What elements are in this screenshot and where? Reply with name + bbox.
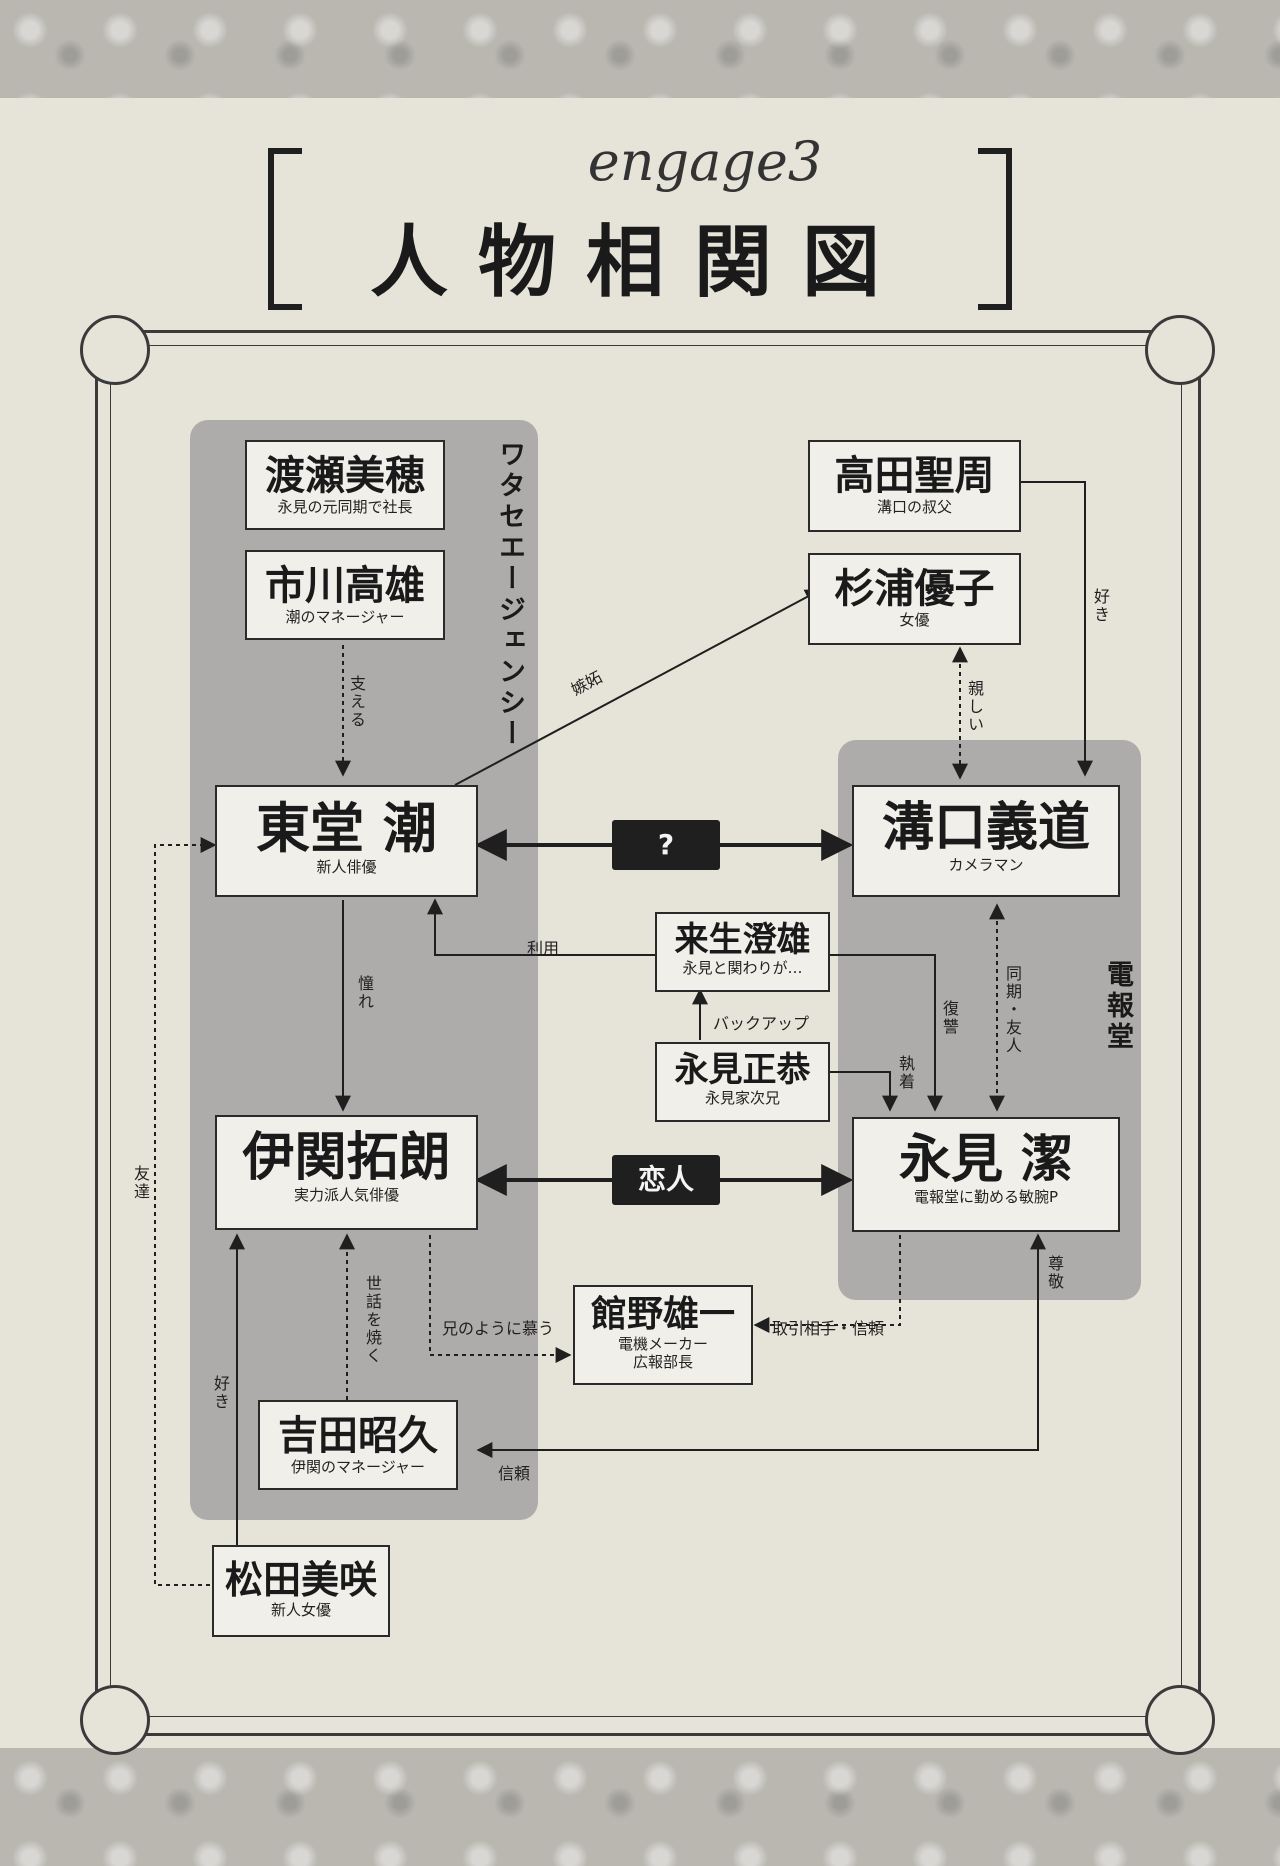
node-nagami-kiyoshi[interactable]: 永見 潔 電報堂に勤める敏腕P [852,1117,1120,1232]
node-sugiura[interactable]: 杉浦優子 女優 [808,553,1021,645]
node-takada[interactable]: 高田聖周 溝口の叔父 [808,440,1021,532]
node-role: 伊関のマネージャー [291,1458,425,1476]
node-name: 松田美咲 [224,1557,377,1602]
node-role: 永見家次兄 [704,1089,780,1108]
node-role: 潮のマネージャー [285,608,405,626]
node-name: 市川高雄 [265,562,425,609]
node-kisugi[interactable]: 来生澄雄 永見と関わりが… [655,912,830,992]
relation-lovers-pill: 恋人 [612,1155,720,1205]
edge-label-sonkei: 尊敬 [1045,1255,1064,1291]
frame-corner-ornament [80,315,150,385]
edge-label-shinrai: 信頼 [498,1464,531,1483]
node-name: 吉田昭久 [278,1412,438,1459]
title-bracket-left [268,148,302,310]
node-role: 永見の元同期で社長 [277,498,413,516]
title-block: engage3 人物相関図 [250,130,1030,310]
edge-label-backup: バックアップ [713,1014,810,1033]
frame-corner-ornament [80,1685,150,1755]
edge-label-suki-takada: 好き [1091,588,1110,624]
edge-label-akogare: 憧れ [355,975,374,1011]
frame-corner-ornament [1145,1685,1215,1755]
node-todo-ushio[interactable]: 東堂 潮 新人俳優 [215,785,478,897]
lace-border-top [0,0,1280,98]
edge-label-torihiki: 取引相手・信頼 [772,1319,885,1338]
node-name: 伊関拓朗 [242,1127,451,1188]
edge-label-shuchaku: 執着 [896,1055,915,1091]
node-name: 来生澄雄 [674,920,811,960]
node-name: 東堂 潮 [256,796,437,860]
node-name: 渡瀬美穂 [265,452,425,499]
page-title: 人物相関図 [369,217,910,308]
node-role: 女優 [899,611,930,629]
node-role: 永見と関わりが… [682,959,803,978]
node-tateno[interactable]: 館野雄一 電機メーカー 広報部長 [573,1285,753,1385]
edge-label-riyou: 利用 [527,939,560,958]
ornamental-frame-inner [110,345,1182,1717]
node-role: カメラマン [948,856,1024,875]
node-name: 高田聖周 [834,452,995,499]
lace-border-bottom [0,1748,1280,1866]
edge-label-suki-matsuda: 好き [211,1375,230,1411]
group-label-watase: ワタセエージェンシー [494,440,525,750]
node-name: 館野雄一 [590,1293,735,1335]
edge-label-ani: 兄のように慕う [442,1319,555,1338]
ornamental-frame-outer [95,330,1201,1736]
node-name: 永見正恭 [674,1050,811,1090]
node-role: 電機メーカー 広報部長 [617,1334,708,1372]
edge-label-shitashii: 親しい [965,680,984,734]
node-role: 実力派人気俳優 [293,1186,399,1205]
node-role: 新人俳優 [316,858,377,877]
group-label-denpodo: 電報堂 [1102,960,1133,1053]
node-ichikawa[interactable]: 市川高雄 潮のマネージャー [245,550,445,640]
edge-label-sewa: 世話を焼く [363,1275,382,1365]
node-role: 溝口の叔父 [876,498,952,516]
node-yoshida[interactable]: 吉田昭久 伊関のマネージャー [258,1400,458,1490]
node-matsuda[interactable]: 松田美咲 新人女優 [212,1545,390,1637]
node-name: 永見 潔 [898,1129,1074,1190]
frame-corner-ornament [1145,315,1215,385]
node-iseki[interactable]: 伊関拓朗 実力派人気俳優 [215,1115,478,1230]
node-role: 新人女優 [270,1600,331,1619]
edge-label-douki: 同期・友人 [1003,965,1022,1055]
node-nagami-masa[interactable]: 永見正恭 永見家次兄 [655,1042,830,1122]
node-mizoguchi[interactable]: 溝口義道 カメラマン [852,785,1120,897]
node-watase-miho[interactable]: 渡瀬美穂 永見の元同期で社長 [245,440,445,530]
edge-label-tomodachi: 友達 [131,1165,150,1201]
node-name: 溝口義道 [881,797,1090,858]
node-role: 電報堂に勤める敏腕P [913,1188,1059,1207]
edge-label-fukushu: 復讐 [940,1000,959,1036]
title-sub: engage3 [587,130,823,193]
node-name: 杉浦優子 [834,565,995,612]
relation-question-pill: ? [612,820,720,870]
edge-label-sasaeru: 支える [347,675,366,729]
title-bracket-right [978,148,1012,310]
